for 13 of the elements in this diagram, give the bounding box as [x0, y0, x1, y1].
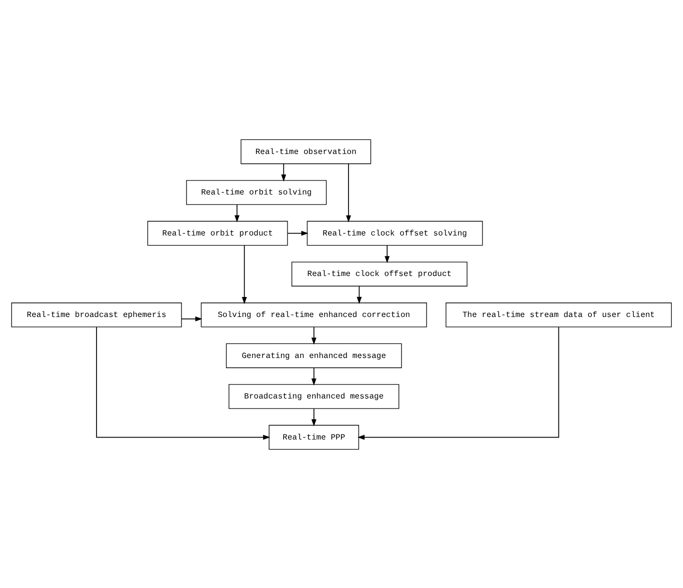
arrow	[311, 326, 316, 344]
arrow	[181, 316, 202, 321]
arrow	[311, 367, 316, 386]
arrow	[242, 244, 247, 304]
arrow	[356, 285, 362, 304]
arrow	[281, 163, 286, 182]
arrow	[234, 204, 240, 222]
arrow	[311, 408, 316, 426]
arrow	[346, 162, 351, 222]
arrow	[358, 326, 560, 440]
arrow	[384, 244, 390, 263]
arrow	[96, 326, 270, 440]
arrow	[287, 230, 308, 236]
